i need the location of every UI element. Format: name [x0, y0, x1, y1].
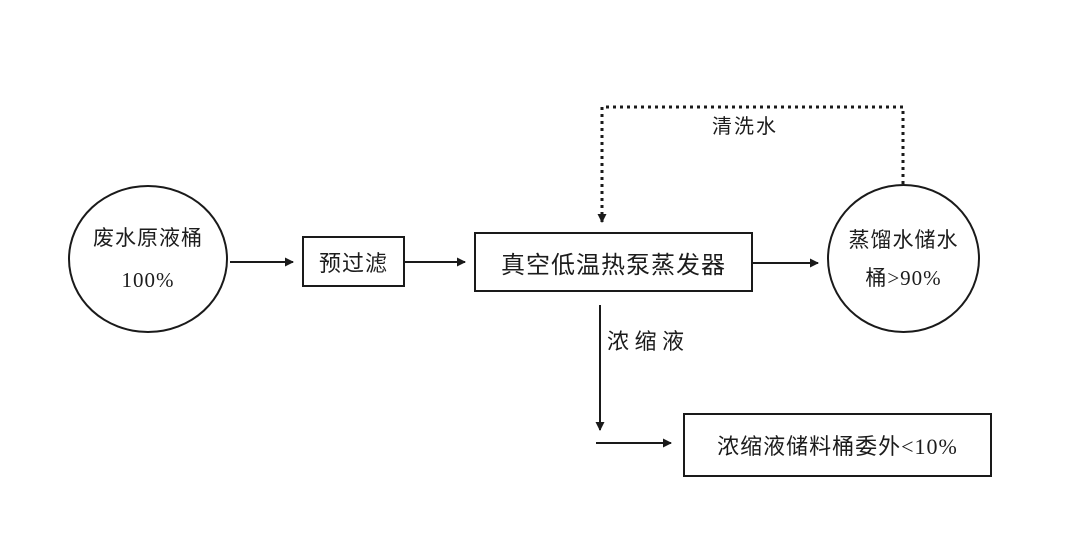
concentrate-char-3: 液: [662, 329, 685, 354]
source-tank-label: 废水原液桶: [93, 226, 203, 250]
node-distillate-tank: 蒸馏水储水 桶>90%: [827, 184, 980, 333]
node-concentrate-tank: 浓缩液储料桶委外<10%: [683, 413, 992, 477]
node-prefilter: 预过滤: [302, 236, 405, 287]
edge-label-concentrate: 浓 缩 液: [607, 328, 684, 356]
concentrate-char-1: 浓: [607, 329, 630, 354]
source-tank-percentage: 100%: [121, 268, 175, 292]
distillate-tank-label: 蒸馏水储水: [848, 227, 959, 252]
edge-label-wash-water: 清洗水: [712, 116, 778, 138]
evaporator-label: 真空低温热泵蒸发器: [501, 252, 726, 279]
distillate-tank-percentage: 桶>90%: [865, 265, 942, 290]
prefilter-label: 预过滤: [318, 250, 388, 276]
dotted-arrow-washwater-return: [597, 105, 905, 223]
concentrate-char-2: 缩: [634, 329, 657, 354]
node-source-tank: 废水原液桶 100%: [68, 185, 228, 333]
concentrate-tank-label: 浓缩液储料桶委外<10%: [717, 434, 958, 459]
node-evaporator: 真空低温热泵蒸发器: [474, 232, 753, 292]
